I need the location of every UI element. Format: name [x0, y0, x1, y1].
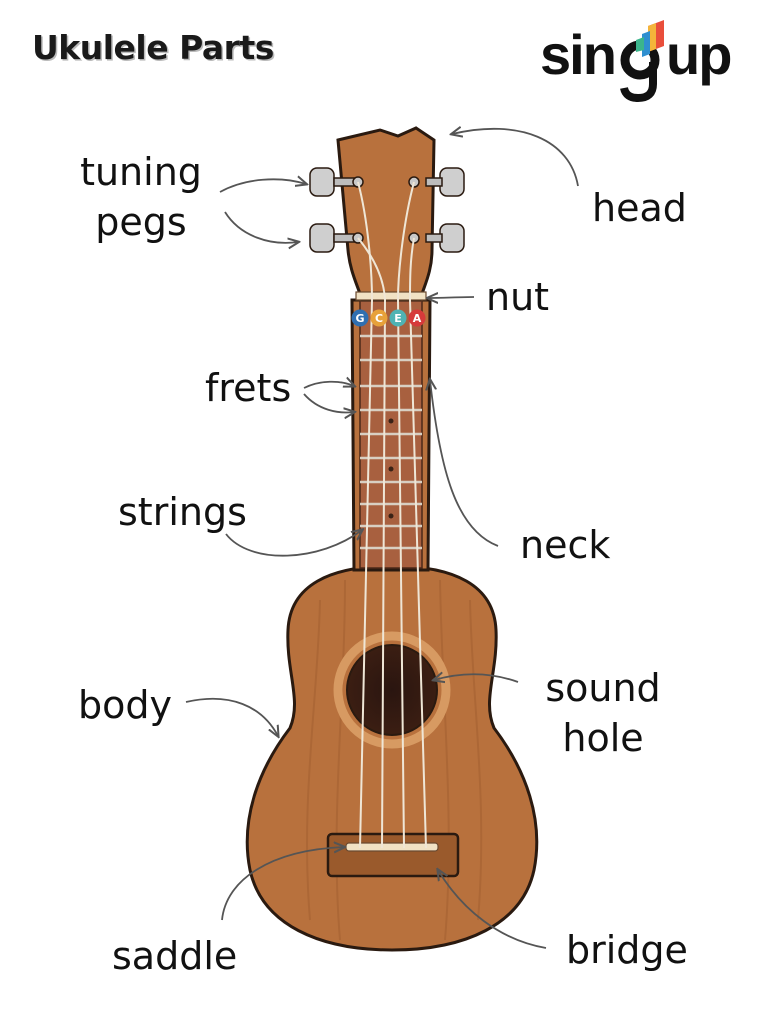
arrow-frets-bottom	[303, 393, 354, 412]
sing-up-logo: sin up	[538, 16, 744, 106]
arrow-head	[452, 129, 579, 187]
label-saddle: saddle	[112, 934, 238, 978]
arrow-nut	[428, 297, 475, 298]
label-strings: strings	[118, 490, 247, 534]
music-note-g-icon	[620, 20, 664, 102]
arrow-neck	[430, 380, 499, 547]
label-nut: nut	[486, 275, 550, 319]
arrow-saddle	[221, 847, 344, 921]
arrow-frets-top	[303, 382, 354, 389]
label-neck: neck	[520, 523, 611, 567]
label-body: body	[78, 683, 172, 727]
body-grain	[305, 579, 483, 941]
string-name-g: G	[355, 312, 364, 325]
ukulele-head	[336, 126, 436, 302]
label-tuning-pegs-line1: tuning	[80, 150, 202, 194]
label-sound-hole-line1: sound	[545, 666, 661, 710]
arrow-sound-hole	[434, 674, 519, 682]
string-badge-c	[370, 309, 388, 327]
logo-text-up: up	[666, 23, 732, 86]
label-sound-hole-line2: hole	[562, 716, 644, 760]
string-badge-g	[351, 309, 369, 327]
string-badge-a	[408, 309, 426, 327]
string-name-c: C	[375, 312, 383, 325]
arrow-tuning-pegs-top	[219, 179, 306, 193]
string-name-a: A	[413, 312, 422, 325]
ukulele-nut	[355, 291, 427, 301]
arrow-tuning-pegs-bottom	[224, 211, 298, 243]
arrow-body	[185, 697, 278, 736]
strings	[357, 181, 427, 849]
label-head: head	[592, 186, 687, 230]
sound-hole-rim	[333, 631, 451, 749]
sound-hole	[346, 644, 438, 736]
arrow-bridge	[438, 870, 547, 949]
label-frets: frets	[205, 366, 292, 410]
tuning-pegs	[309, 167, 465, 253]
fret-markers	[388, 418, 394, 519]
label-tuning-pegs-line2: pegs	[95, 200, 187, 244]
string-badge-e	[389, 309, 407, 327]
string-name-e: E	[394, 312, 402, 325]
logo-text-sing: sin	[540, 23, 617, 86]
arrow-strings	[225, 530, 362, 557]
string-badges: G C E A	[351, 309, 426, 327]
arrows	[185, 129, 579, 949]
ukulele-body	[245, 564, 539, 952]
page-title: Ukulele Parts	[32, 28, 274, 67]
label-bridge: bridge	[566, 928, 688, 972]
